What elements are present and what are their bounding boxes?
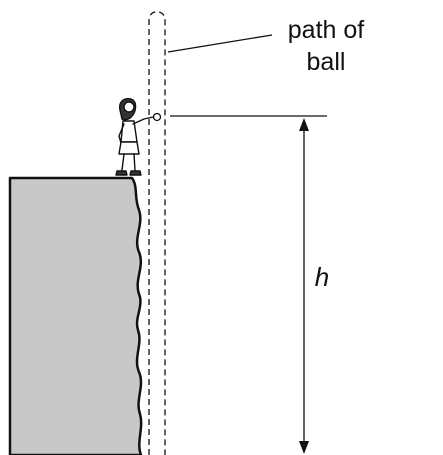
person-figure — [115, 97, 154, 176]
height-label: h — [314, 262, 330, 292]
ball-path-dashed — [148, 11, 166, 455]
path-label-line-2: ball — [306, 48, 346, 76]
height-arrow-head-down — [299, 441, 309, 454]
path-leader-line — [167, 34, 273, 53]
path-of-ball-label: path of ball — [268, 14, 384, 78]
cliff — [8, 176, 143, 455]
path-label-line-1: path of — [287, 16, 365, 44]
ball — [152, 112, 162, 122]
height-arrow-head-up — [299, 118, 309, 131]
